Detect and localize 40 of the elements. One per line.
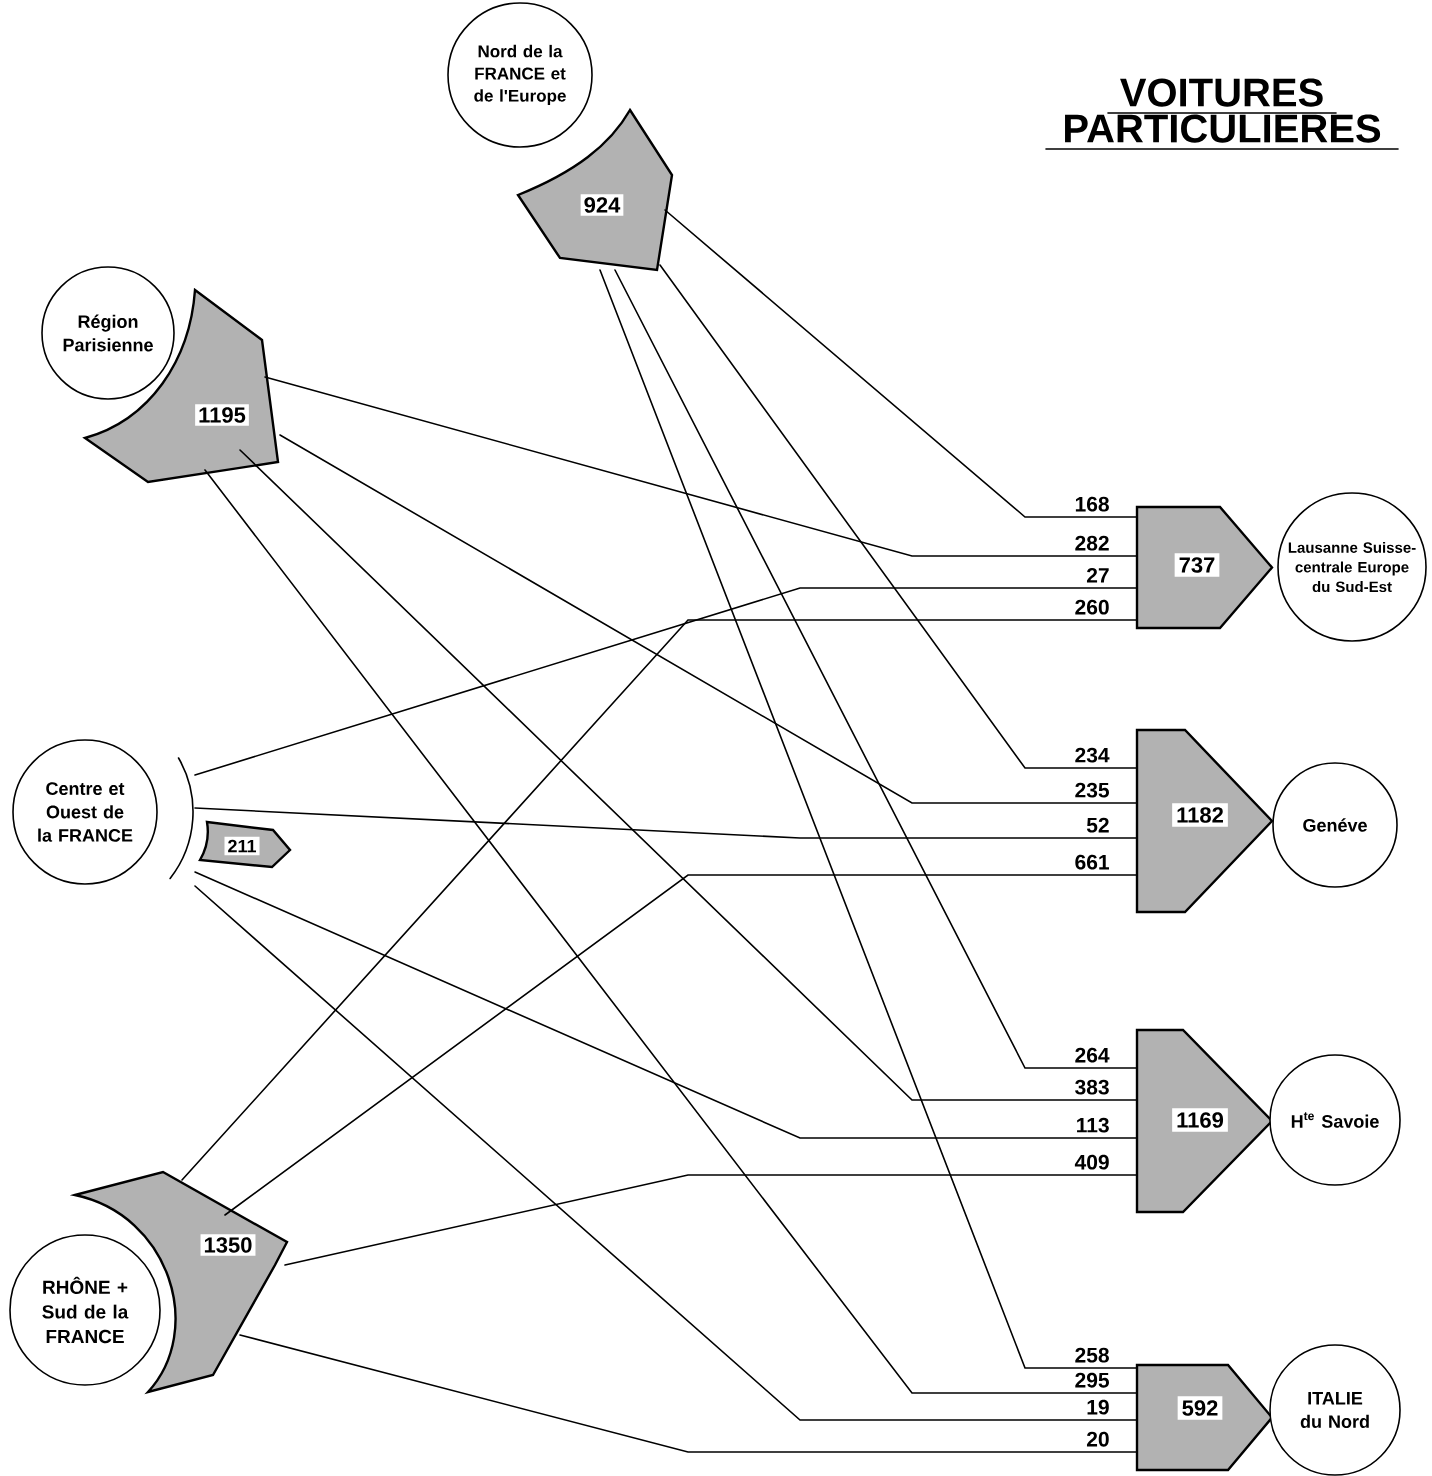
flow-line — [224, 874, 1138, 1216]
flow-line — [204, 469, 1138, 1394]
edge-label: 234 — [1072, 745, 1112, 765]
total-pentagon: 211 — [198, 820, 292, 869]
edge-label: 661 — [1072, 852, 1112, 872]
edge-label: 383 — [1072, 1077, 1112, 1097]
edge-label: 168 — [1072, 494, 1112, 514]
total-pentagon: 737 — [1135, 505, 1274, 630]
edge-label: 52 — [1084, 815, 1112, 835]
edge-label: 264 — [1072, 1045, 1112, 1065]
flow-line — [614, 269, 1138, 1069]
flow-line — [181, 619, 1138, 1181]
edge-label: 235 — [1072, 780, 1112, 800]
edge-label: 113 — [1073, 1115, 1112, 1135]
flow-line — [264, 376, 1138, 557]
title: VOITURES PARTICULIERES — [1045, 78, 1399, 150]
edge-label: 260 — [1072, 597, 1112, 617]
flow-line — [284, 1174, 1138, 1266]
edge-label: 409 — [1072, 1152, 1112, 1172]
flow-line — [239, 449, 1138, 1101]
total-pentagon: 924 — [516, 108, 674, 272]
edge-label: 258 — [1072, 1345, 1112, 1365]
flow-line — [664, 209, 1138, 518]
edge-label: 27 — [1084, 565, 1112, 585]
edge-label: 295 — [1072, 1370, 1112, 1390]
flow-line — [279, 434, 1138, 804]
flow-line — [194, 885, 1138, 1421]
flow-line — [239, 1334, 1138, 1453]
total-pentagon: 1169 — [1135, 1028, 1274, 1214]
flow-line — [659, 264, 1138, 769]
node-label: ITALIE du Nord — [1300, 1392, 1369, 1428]
total-pentagon: 592 — [1135, 1363, 1274, 1472]
total-pentagon: 1182 — [1135, 728, 1274, 914]
flow-line — [194, 871, 1138, 1139]
edge-label: 19 — [1084, 1397, 1112, 1417]
flow-line — [194, 587, 1138, 776]
edge-label: 282 — [1072, 533, 1112, 553]
flow-line — [194, 807, 1138, 839]
edge-label: 20 — [1084, 1429, 1112, 1449]
flow-line — [599, 269, 1138, 1369]
